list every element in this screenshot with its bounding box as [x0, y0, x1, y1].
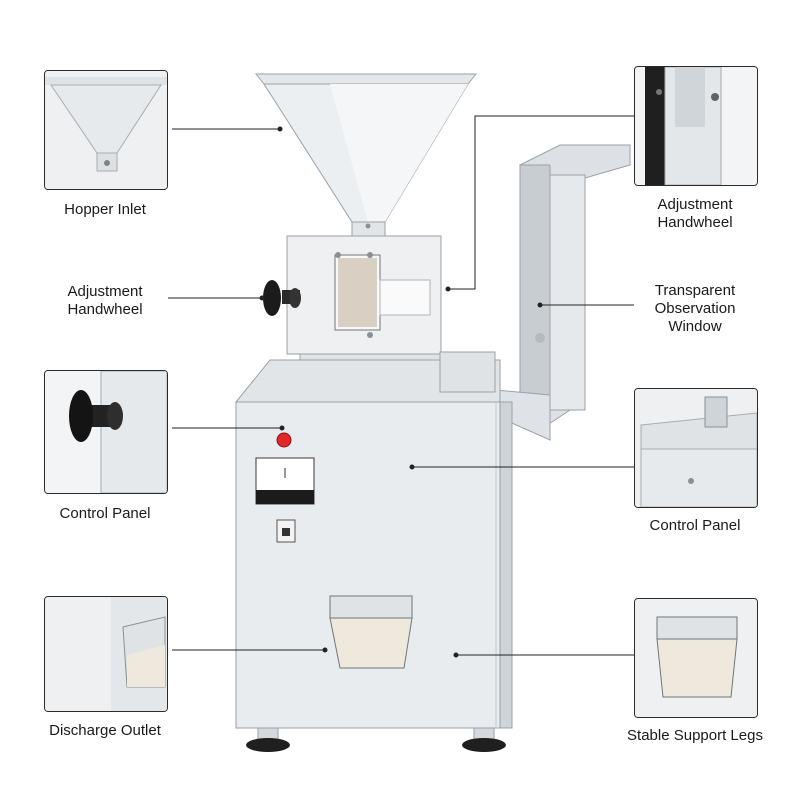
- label-line: Window: [668, 318, 722, 335]
- label-adjustment-handwheel-left: Adjustment Handwheel: [44, 283, 166, 319]
- thumbnail-adjustment-handwheel-right: [634, 66, 758, 186]
- label-line: Handwheel: [657, 214, 733, 231]
- discharge-chute: [329, 595, 413, 669]
- label-line: Observation: [654, 300, 736, 317]
- thumbnail-control-panel-left: [44, 370, 168, 494]
- label-line: Handwheel: [67, 301, 143, 318]
- label-control-panel-right: Control Panel: [649, 517, 741, 534]
- label-line: Transparent: [654, 282, 736, 299]
- label-stable-support-legs: Stable Support Legs: [627, 727, 763, 744]
- label-line: Adjustment: [67, 283, 143, 300]
- main-cabinet: [234, 351, 513, 729]
- label-discharge-outlet: Discharge Outlet: [49, 722, 161, 739]
- hopper: [254, 73, 478, 237]
- support-legs: [246, 727, 506, 752]
- upper-housing: [286, 235, 442, 373]
- label-control-panel-left: Control Panel: [59, 505, 151, 522]
- thumbnail-control-panel-right: [634, 388, 758, 508]
- label-hopper-inlet: Hopper Inlet: [64, 201, 146, 218]
- thumbnail-hopper-inlet: [44, 70, 168, 190]
- handwheel-knob: [263, 280, 301, 316]
- thumbnail-discharge-outlet: [44, 596, 168, 712]
- label-transparent-observation-window: Transparent Observation Window: [624, 282, 766, 336]
- control-panel: [255, 432, 315, 543]
- label-adjustment-handwheel-right: Adjustment Handwheel: [634, 196, 756, 232]
- thumbnail-stable-support-legs: [634, 598, 758, 718]
- label-line: Adjustment: [657, 196, 733, 213]
